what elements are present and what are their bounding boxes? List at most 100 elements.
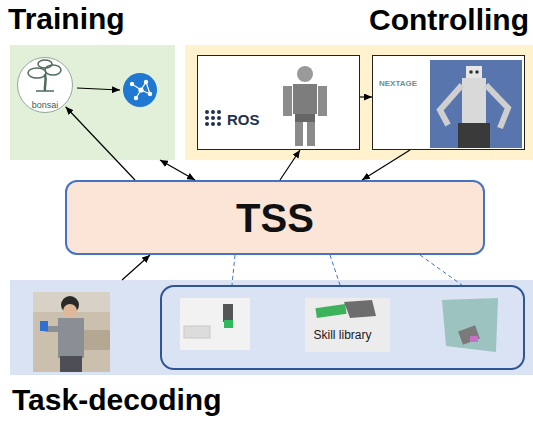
skill-image-push [184,326,210,338]
ros-logo-dots [217,110,221,114]
skill-image-grasp [305,298,390,352]
person-photo [63,304,77,318]
ros-logo-dots [211,116,215,120]
text-holder: Controlling [369,3,529,38]
azure-ml-icon [134,96,138,100]
humanoid-robot-photo [297,66,313,82]
ros-logo-dots [217,116,221,120]
nextage-robot-photo [469,70,473,74]
flow-arrow [280,150,300,180]
text-holder: TSS [67,195,483,241]
dashed-link [420,255,462,285]
skill-image-push [224,320,233,328]
skill-image-push [180,298,250,350]
person-photo [45,326,59,332]
skill-image-push [223,304,233,322]
text-holder: ROS [227,111,260,129]
bonsai-logo: bonsai [17,57,73,113]
azure-ml-icon [132,82,150,98]
box-label: Skill library [313,329,371,343]
azure-ml-icon [123,73,157,107]
tss-box: TSS [65,180,485,255]
flow-arrow [360,96,372,97]
ros-box: ROS [197,55,360,150]
nextage-box: NEXTAGE [372,55,525,150]
nextage-robot-photo [430,60,522,148]
logo-text: ROS [227,111,260,128]
panel-heading: Training [8,2,125,37]
humanoid-robot-photo [283,66,327,146]
person-photo [61,296,79,314]
training-panel: bonsaiTraining [10,45,175,160]
flow-arrow [77,88,120,90]
ros-logo-dots [205,110,209,114]
humanoid-robot-photo [307,122,315,146]
ros-logo-dots [205,122,209,126]
flow-arrow [122,255,150,280]
panel-heading: Controlling [369,3,529,38]
person-photo [82,330,110,350]
person-photo [33,292,110,372]
ros-logo-dots [205,110,221,126]
nextage-robot-photo [462,78,486,123]
azure-ml-icon [130,82,134,86]
azure-ml-icon [123,73,157,107]
text-holder: NEXTAGE [379,72,417,90]
person-photo [40,321,48,331]
humanoid-robot-photo [295,114,315,122]
humanoid-robot-photo [295,122,303,146]
azure-ml-icon [144,80,148,84]
skill-image-push [180,298,250,350]
person-photo [60,356,82,372]
humanoid-robot-photo [318,86,327,116]
skill-image-wipe [442,298,498,352]
person-photo [58,318,84,358]
skill-image-wipe [442,298,498,352]
dashed-link [330,255,340,285]
azure-ml-icon [148,92,152,96]
nextage-robot-photo [458,123,490,148]
controlling-panel: ROSNEXTAGEControlling [185,45,533,160]
bonsai-tree [38,60,52,68]
bonsai-tree [45,65,61,75]
box-title: TSS [236,195,314,241]
nextage-robot-photo [440,85,462,125]
nextage-robot-photo [486,85,508,128]
nextage-robot-photo [475,70,479,74]
flow-arrow [160,160,195,180]
nextage-robot-photo [466,66,482,78]
skill-library-box: Skill library [160,285,525,370]
skill-image-wipe [470,336,478,342]
bonsai-tree [36,90,54,92]
bonsai-tree [28,68,46,78]
logo-text: NEXTAGE [379,79,417,88]
bonsai-tree [44,74,47,91]
ros-logo-dots [211,110,215,114]
text-holder: Training [8,2,125,37]
person-photo [33,292,110,372]
text-holder: Skill library [162,325,523,343]
ros-logo-dots [217,122,221,126]
flow-arrow [362,150,410,180]
task-decoding-panel: Skill libraryTask-decoding [10,280,533,375]
azure-ml-icon [138,87,143,92]
skill-image-grasp [305,298,390,352]
logo-text: bonsai [32,100,59,110]
person-photo [33,292,110,312]
bonsai-tree [28,60,61,91]
ros-logo-dots [211,122,215,126]
humanoid-robot-photo [283,86,292,116]
text-holder: bonsai [18,94,72,112]
skill-image-grasp [315,304,346,318]
text-holder: Task-decoding [12,383,221,418]
flow-arrow [66,107,135,180]
nextage-robot-photo [430,60,522,148]
dashed-link [232,255,235,285]
panel-heading: Task-decoding [12,383,221,418]
ros-logo-dots [205,116,209,120]
skill-image-grasp [344,300,376,318]
humanoid-robot-photo [293,84,317,114]
skill-image-wipe [458,325,480,344]
